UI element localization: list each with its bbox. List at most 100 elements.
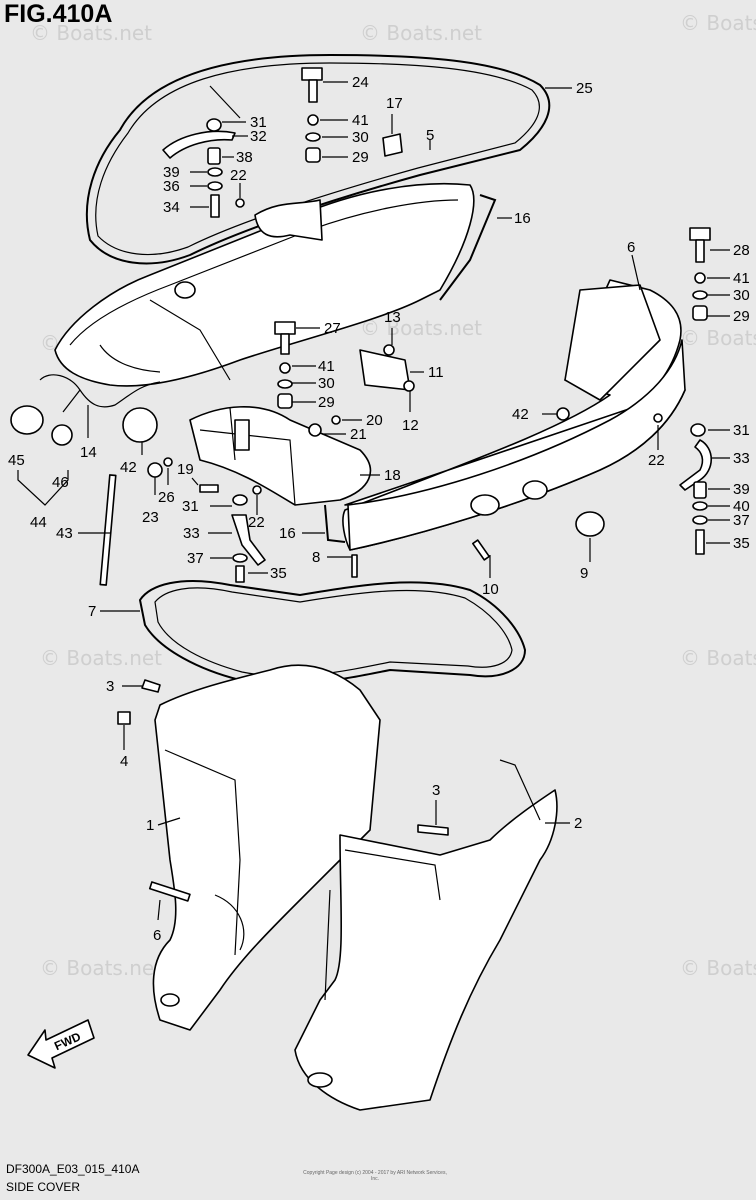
grommet-23 [147,462,163,478]
callout-31: 31 [250,114,267,131]
watermark: © Boats.net [30,21,152,45]
callout-46: 45 [8,452,25,469]
callout-16: 16 [279,525,296,542]
panel-hole [470,494,500,516]
callout-38: 37 [187,550,204,567]
callout-30: 30 [733,287,750,304]
callout-8: 7 [88,603,96,620]
callout-37: 37 [733,512,750,529]
grommet-46 [10,405,44,435]
bracket-post [234,419,250,451]
left-lower-cover-detail [164,749,245,956]
lower-seal-frame-inner [154,587,513,677]
cowl-grommet-hole [174,281,196,299]
washer-30 [692,290,708,300]
callout-10: 9 [580,565,588,582]
callout-22: 22 [248,514,265,531]
left-lower-cover [152,664,381,1031]
callout-32: 32 [250,128,267,145]
nut-31 [206,118,222,132]
callout-11: 10 [482,581,499,598]
fwd-arrow: FWD [27,1019,95,1069]
watermark: © Boats.net [360,21,482,45]
clip-22 [653,413,663,423]
plug-10 [575,511,605,537]
watermark: © Boats.net [40,646,162,670]
leader-lines [17,81,730,921]
upper-cowl-frame [54,182,475,387]
collar-39 [207,147,221,165]
top-seal-ring [85,54,551,265]
watermark: © Boats.net [360,316,482,340]
callout-29: 29 [352,149,369,166]
callout-13: 12 [402,417,419,434]
callout-25: 25 [576,80,593,97]
callout-31: 31 [182,498,199,515]
seal-strip-lower [324,504,346,543]
bolt-35 [695,529,705,555]
callout-17: 17 [386,95,403,112]
callout-34: 33 [183,525,200,542]
cowl-bracket [254,199,323,241]
watermark: © Boats.net [680,11,756,35]
washer-40 [207,167,223,177]
callout-7: 6 [627,239,635,256]
bolt-5 [148,881,191,902]
collar-39 [693,481,707,499]
bushing-29 [277,393,293,409]
clip-22 [235,198,245,208]
fwd-arrow-icon [27,1019,95,1069]
callout-30: 30 [318,375,335,392]
clip-26 [274,321,296,335]
screw-20 [331,415,341,425]
callout-41: 41 [352,112,369,129]
callout-29: 29 [733,308,750,325]
right-lower-cover [294,789,558,1111]
callout-20: 20 [366,412,383,429]
nut-31 [690,423,706,437]
watermark: © Boats.net [40,956,162,980]
washer-30 [305,132,321,142]
strap-34 [231,514,266,566]
seal-3 [417,824,449,836]
callout-5: 6 [153,927,161,944]
bolt-19 [199,484,219,493]
washer-37 [207,181,223,191]
callout-6: 5 [426,127,434,144]
callout-39: 39 [733,481,750,498]
spring-41 [307,114,319,126]
under-cowl-bracket-detail [199,407,296,506]
clip-26-stem [280,333,290,355]
bolt-4 [117,711,131,725]
callout-35: 34 [163,199,180,216]
grommet-43 [122,407,158,443]
right-lower-cover-detail [324,759,541,1001]
nut-31 [232,494,248,506]
bolt-11 [472,539,490,561]
cable-tie-44 [99,474,117,586]
bushing-29 [305,147,321,163]
callout-40: 40 [733,498,750,515]
callout-3: 3 [106,678,114,695]
watermark: © Boats.net [680,646,756,670]
callout-28: 24 [352,74,369,91]
clip-27 [689,227,711,241]
washer-30 [277,379,293,389]
callout-41: 41 [318,358,335,375]
callout-19: 19 [177,461,194,478]
seal-strip-upper [439,194,497,301]
copyright-notice: Copyright Page design (c) 2004 - 2017 by… [303,1170,447,1182]
callout-22: 22 [648,452,665,469]
screw-14 [383,344,395,356]
callout-42: 42 [512,406,529,423]
spring-41 [694,272,706,284]
rear-bracket [564,284,661,401]
washer-40 [692,501,708,511]
cover-drain-hole [307,1072,333,1088]
callout-21: 21 [350,426,367,443]
clip-28-stem [308,79,318,103]
callout-1: 1 [146,817,154,834]
callout-29: 29 [318,394,335,411]
